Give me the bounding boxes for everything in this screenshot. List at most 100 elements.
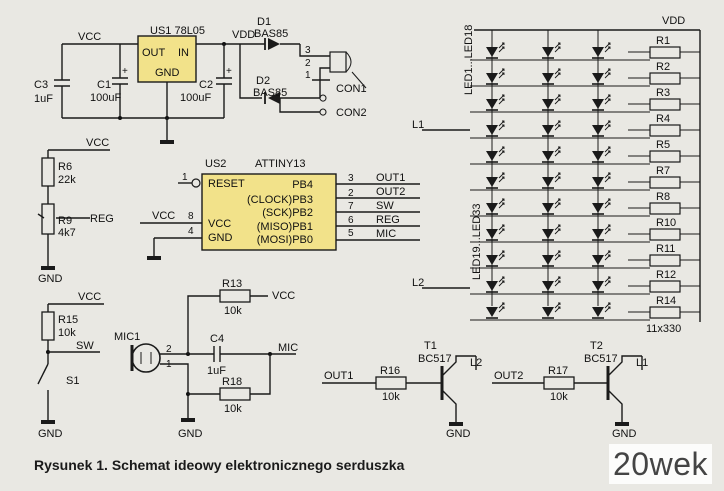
reg-pot-section: VCC R6 22k R9 4k7 REG GND: [37, 137, 114, 285]
l2-label: L2: [412, 277, 424, 289]
r18-value: 10k: [224, 403, 242, 415]
mcu-pin1-num: 1: [182, 172, 188, 183]
d1-name: D1: [257, 16, 271, 28]
led-icon: [485, 302, 505, 319]
led-resistor-r11: [649, 254, 681, 267]
c2-name: C2: [199, 79, 213, 91]
sw-net-label: SW: [76, 340, 94, 352]
r13-value: 10k: [224, 305, 242, 317]
mcu-vcc-net: VCC: [152, 210, 175, 222]
r9-value: 4k7: [58, 227, 76, 239]
vdd-label: VDD: [232, 29, 255, 41]
led-icon: [485, 42, 505, 59]
led-resistor-label: R5: [656, 139, 670, 151]
c3-value: 1uF: [34, 93, 53, 105]
led-group2-label: LED19...LED33: [471, 204, 483, 280]
led-icon: [591, 146, 611, 163]
led-icon: [591, 42, 611, 59]
led-resistor-label: R8: [656, 191, 670, 203]
mcu-pin3-num: 3: [348, 173, 354, 184]
mic-gnd-label: GND: [178, 428, 203, 440]
d1-value: BAS85: [254, 28, 288, 40]
con1-pin2: 2: [305, 58, 311, 69]
t1-load: L2: [470, 357, 482, 369]
mic-net-label: MIC: [278, 342, 298, 354]
led-icon: [485, 94, 505, 111]
led-icon: [591, 68, 611, 85]
t1-input: OUT1: [324, 370, 353, 382]
s1-switch: [37, 363, 49, 385]
con2-name: CON2: [336, 107, 367, 119]
led-icon: [591, 276, 611, 293]
pot-reg-label: REG: [90, 213, 114, 225]
led-icon: [541, 172, 561, 189]
led-icon: [591, 250, 611, 267]
led-icon: [485, 276, 505, 293]
led-resistor-r1: [649, 46, 681, 59]
net-sw: SW: [376, 200, 394, 212]
t2-gnd-label: GND: [612, 428, 637, 440]
r16-name: R16: [380, 365, 400, 377]
r9-potentiometer: [41, 203, 55, 235]
mcu-pin-pb4: PB4: [292, 179, 313, 191]
led-vdd-label: VDD: [662, 15, 685, 27]
c1-capacitor: [112, 77, 128, 85]
mic-pin2: 2: [166, 344, 172, 355]
led-resistor-note: 11x330: [646, 323, 681, 335]
t2-part: BC517: [584, 353, 618, 365]
r17-resistor: [543, 376, 575, 390]
attiny13-chip: [201, 173, 337, 251]
watermark-logo: 20wek: [609, 444, 712, 484]
led-icon: [591, 224, 611, 241]
r13-resistor: [219, 289, 251, 303]
mcu-pin-gnd: GND: [208, 232, 233, 244]
mic1-microphone: [131, 343, 161, 373]
r6-value: 22k: [58, 174, 76, 186]
led-icon: [541, 42, 561, 59]
regulator-name: US1 78L05: [150, 25, 205, 37]
r6-resistor: [41, 157, 55, 187]
r16-value: 10k: [382, 391, 400, 403]
led-resistor-label: R11: [656, 243, 675, 255]
con1-connector: [329, 51, 347, 73]
r18-resistor: [219, 387, 251, 401]
led-resistor-r7: [649, 176, 681, 189]
led-icon: [591, 198, 611, 215]
led-resistor-label: R1: [656, 35, 670, 47]
s1-name: S1: [66, 375, 79, 387]
c2-capacitor: [216, 77, 232, 85]
c1-value: 100uF: [90, 92, 121, 104]
c1-plus: +: [122, 66, 128, 77]
r13-name: R13: [222, 278, 242, 290]
mcu-pin-reset: RESET: [208, 178, 245, 190]
driver-t1: OUT1 R16 10k GND T1 BC517 L2: [322, 340, 482, 440]
led-icon: [485, 250, 505, 267]
net-reg: REG: [376, 214, 400, 226]
t1-part: BC517: [418, 353, 452, 365]
led-resistor-r4: [649, 124, 681, 137]
d2-value: BAS85: [253, 87, 287, 99]
figure-caption: Rysunek 1. Schemat ideowy elektroniczneg…: [34, 457, 405, 473]
r17-value: 10k: [550, 391, 568, 403]
led-icon: [591, 302, 611, 319]
led-resistor-label: R4: [656, 113, 670, 125]
mcu-pin-vcc: VCC: [208, 218, 231, 230]
mcu-pin4-num: 4: [188, 226, 194, 237]
led-icon: [541, 250, 561, 267]
c4-name: C4: [210, 333, 224, 345]
led-icon: [541, 120, 561, 137]
power-section: VCC C3 1uF + C1 100uF US1 78L05 OUT IN G…: [34, 16, 367, 145]
r16-resistor: [375, 376, 407, 390]
led-resistor-label: R3: [656, 87, 670, 99]
mcu-section: US2 ATTINY13 1 RESET VCC 8 VCC 4 GND PB4…: [140, 158, 420, 261]
switch-section: VCC R15 10k SW S1 GND: [37, 291, 104, 440]
mcu-pin2-num: 2: [348, 188, 354, 199]
led-icon: [485, 172, 505, 189]
r18-name: R18: [222, 376, 242, 388]
led-resistor-label: R14: [656, 295, 676, 307]
led-resistor-label: R2: [656, 61, 670, 73]
